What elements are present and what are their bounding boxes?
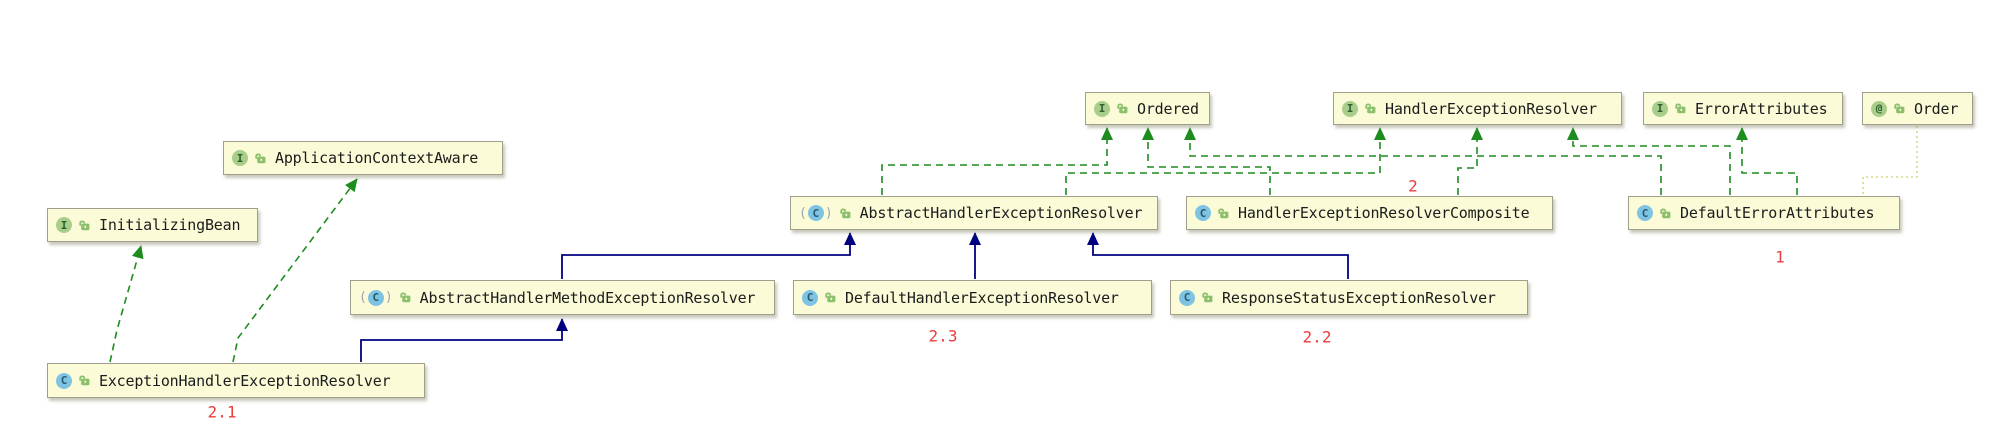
interface-icon: I [1342,100,1358,117]
node-label: DefaultHandlerExceptionResolver [845,288,1119,307]
lock-icon [838,204,852,223]
class-icon: C [1195,205,1211,221]
node-label: Order [1914,99,1959,118]
abstract-class-icon: C [359,289,393,306]
implements-edge-exception-handler-exception-resolver-to-initializing-bean [109,245,144,363]
type-letter: I [56,217,72,233]
class-icon: C [56,372,72,389]
class-icon: C [802,289,818,306]
lock-icon [77,216,91,235]
type-letter: C [1179,289,1195,306]
type-letter: I [1094,100,1110,117]
node-label: Ordered [1137,99,1199,118]
implements-edge-abstract-handler-exception-resolver-to-handler-exception-resolver [1065,127,1386,195]
type-letter: C [1637,205,1653,221]
node-error-attributes[interactable]: I ErrorAttributes [1643,92,1843,125]
node-abstract-handler-exception-resolver[interactable]: C AbstractHandlerExceptionResolver [790,196,1158,230]
lock-icon [1216,204,1230,223]
implements-edge-abstract-handler-exception-resolver-to-ordered [881,127,1113,195]
node-handler-exception-resolver-composite[interactable]: C HandlerExceptionResolverComposite [1186,196,1553,230]
extends-edge-exception-handler-exception-resolver-to-abstract-handler-method-exception-resolver [360,318,568,362]
lock-icon [398,288,412,307]
node-handler-exception-resolver[interactable]: I HandlerExceptionResolver [1333,92,1622,125]
red-number-label: 2.3 [928,326,958,346]
type-letter: C [807,205,824,221]
type-letter: I [1652,100,1668,117]
lock-icon [1658,204,1672,223]
node-label: AbstractHandlerExceptionResolver [859,204,1143,222]
type-letter: I [1342,100,1358,117]
node-initializing-bean[interactable]: I InitializingBean [47,208,258,242]
interface-icon: I [232,150,248,166]
lock-icon [1115,99,1129,118]
type-letter: I [232,150,248,166]
node-ordered[interactable]: I Ordered [1085,92,1210,125]
type-letter: C [56,372,72,389]
node-default-error-attributes[interactable]: C DefaultErrorAttributes [1628,196,1900,230]
interface-icon: I [1652,100,1668,117]
node-label: ErrorAttributes [1695,99,1828,118]
node-label: DefaultErrorAttributes [1680,204,1875,222]
node-abstract-handler-method-exception-resolver[interactable]: C AbstractHandlerMethodExceptionResolver [350,280,775,315]
lock-icon [77,371,91,390]
implements-edge-default-error-attributes-to-ordered [1184,127,1662,195]
lock-icon [1363,99,1377,118]
red-number-label: 1 [1775,247,1785,267]
abstract-class-icon: C [799,205,833,221]
implements-edge-exception-handler-exception-resolver-to-application-context-aware [232,178,358,363]
node-response-status-exception-resolver[interactable]: C ResponseStatusExceptionResolver [1170,280,1528,315]
interface-icon: I [1094,100,1110,117]
lock-icon [1892,99,1906,118]
implements-edge-default-error-attributes-to-error-attributes [1736,127,1798,195]
node-label: InitializingBean [99,216,241,234]
node-label: ApplicationContextAware [275,149,479,167]
class-icon: C [1637,205,1653,221]
red-number-label: 2.1 [207,402,237,422]
lock-icon [823,288,837,307]
implements-edge-default-error-attributes-to-handler-exception-resolver [1567,127,1731,195]
lock-icon [1673,99,1687,118]
node-default-handler-exception-resolver[interactable]: C DefaultHandlerExceptionResolver [793,280,1152,315]
interface-icon: I [56,217,72,233]
class-icon: C [1179,289,1195,306]
node-label: AbstractHandlerMethodExceptionResolver [419,288,756,307]
node-label: HandlerExceptionResolver [1385,99,1597,118]
implements-edge-handler-exception-resolver-composite-to-ordered [1142,127,1271,195]
implements-edge-handler-exception-resolver-composite-to-handler-exception-resolver [1457,127,1483,195]
type-letter: @ [1871,100,1887,117]
red-number-label: 2.2 [1302,327,1332,347]
lock-icon [253,149,267,168]
node-exception-handler-exception-resolver[interactable]: C ExceptionHandlerExceptionResolver [47,363,425,398]
lock-icon [1200,288,1214,307]
node-label: ResponseStatusExceptionResolver [1222,288,1496,307]
node-label: HandlerExceptionResolverComposite [1238,204,1530,222]
type-letter: C [1195,205,1211,221]
annotation-edge-order-to-default-error-attributes [1862,126,1918,195]
red-number-label: 2 [1408,176,1418,196]
extends-edge-response-status-exception-resolver-to-abstract-handler-exception-resolver [1087,232,1349,279]
extends-edge-abstract-handler-method-exception-resolver-to-abstract-handler-exception-resolver [561,232,856,279]
type-letter: C [367,289,384,306]
node-order[interactable]: @ Order [1862,92,1973,125]
type-letter: C [802,289,818,306]
node-application-context-aware[interactable]: I ApplicationContextAware [223,141,503,175]
annotation-icon: @ [1871,100,1887,117]
node-label: ExceptionHandlerExceptionResolver [99,371,391,390]
